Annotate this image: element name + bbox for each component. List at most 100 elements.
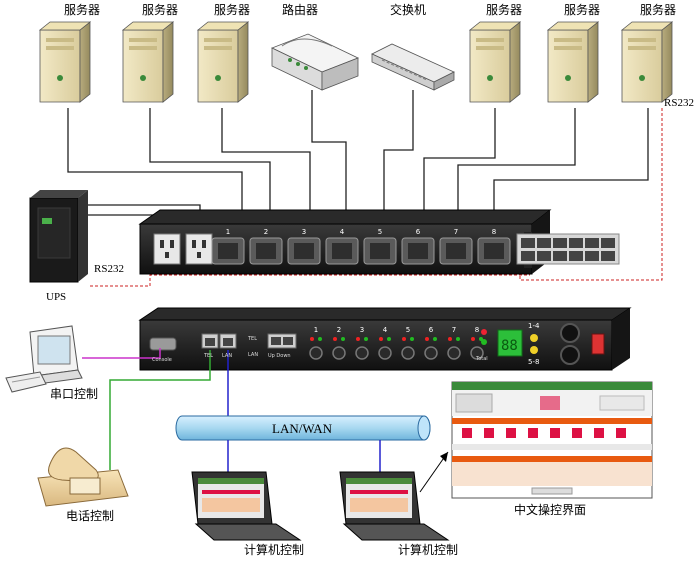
channel-number: 3 <box>360 326 364 334</box>
serial-label: 串口控制 <box>50 387 98 401</box>
pdu-outlet-3: 3 <box>287 228 321 265</box>
console-label: Console <box>152 357 172 363</box>
laptop-label-2: 计算机控制 <box>398 542 458 557</box>
controller-channel-3: 3 <box>355 326 369 360</box>
laptop-2 <box>339 471 450 541</box>
rs232-left-label: RS232 <box>94 263 124 275</box>
ui-panel-label: 中文操控界面 <box>514 502 586 517</box>
channel-number: 2 <box>337 326 341 334</box>
channel-number: 8 <box>475 326 479 334</box>
controller-channels: 1 2 3 4 5 6 7 8 <box>309 326 484 360</box>
pdu-ethernet-ports <box>516 233 620 265</box>
rs232-right-label: RS232 <box>664 97 694 109</box>
pdu-outlet-label: 7 <box>454 228 458 236</box>
pdu-outlet-label: 5 <box>378 228 382 236</box>
controller-channel-2: 2 <box>332 326 346 360</box>
cable-6 <box>423 108 496 228</box>
device-label-4: 路由器 <box>282 2 318 17</box>
channel-display <box>497 329 523 357</box>
server-5 <box>546 21 600 103</box>
server-2 <box>121 21 175 103</box>
cable-4 <box>311 90 347 228</box>
device-label-8: 服务器 <box>640 2 676 17</box>
cable-1 <box>67 108 243 228</box>
top-device-labels: 服务器 服务器 服务器 路由器 交换机 服务器 服务器 服务器 <box>64 2 676 17</box>
display-digits: 88 <box>501 338 518 354</box>
cable-3 <box>221 108 311 228</box>
tel-jack-label: TEL <box>203 353 213 359</box>
controller-channel-5: 5 <box>401 326 415 360</box>
cable-7 <box>457 108 576 228</box>
server-6 <box>620 21 674 103</box>
channel-number: 7 <box>452 326 456 334</box>
ups-label: UPS <box>46 291 66 303</box>
device-label-1: 服务器 <box>64 2 100 17</box>
pdu-outlet-5: 5 <box>363 228 397 265</box>
controller-channel-7: 7 <box>447 326 461 360</box>
phone-cable <box>109 350 211 470</box>
pdu-outlet-label: 1 <box>226 228 230 236</box>
pdu-inlet-1 <box>153 233 181 265</box>
power-switch <box>591 333 605 355</box>
round-button-top <box>560 323 580 343</box>
round-button-bottom <box>560 345 580 365</box>
pdu-outlet-2: 2 <box>249 228 283 265</box>
pdu-outlet-label: 8 <box>492 228 496 236</box>
controller-channel-4: 4 <box>378 326 392 360</box>
phone <box>37 447 129 507</box>
lan-side-label: LAN <box>248 352 258 358</box>
channel-number: 4 <box>383 326 388 334</box>
pdu-outlet-label: 2 <box>264 228 268 236</box>
serial-pc <box>5 325 83 393</box>
group-led-bottom <box>530 346 538 354</box>
lan-wan-label: LAN/WAN <box>272 421 333 436</box>
serial-cable <box>82 348 161 359</box>
channel-number: 5 <box>406 326 410 334</box>
switch <box>371 43 455 91</box>
controller-channel-8: 8 <box>470 326 484 360</box>
pdu-outlet-label: 6 <box>416 228 421 236</box>
pdu-outlet-7: 7 <box>439 228 473 265</box>
server-3 <box>196 21 250 103</box>
pdu-outlet-label: 3 <box>302 228 306 236</box>
device-label-5: 交换机 <box>390 2 426 17</box>
pdu-outlet-4: 4 <box>325 228 359 265</box>
device-label-6: 服务器 <box>486 2 522 17</box>
server-1 <box>38 21 92 103</box>
cable-8 <box>493 108 649 228</box>
total-label: Total <box>475 356 488 362</box>
pdu-outlet-label: 4 <box>340 228 345 236</box>
laptop-label-1: 计算机控制 <box>244 542 304 557</box>
router <box>270 33 360 91</box>
controller <box>138 307 632 371</box>
group-bottom-label: 5-8 <box>528 358 539 366</box>
device-label-2: 服务器 <box>142 2 178 17</box>
lan-jack-label: LAN <box>222 353 232 359</box>
pdu-outlets: 1 2 3 4 5 6 7 8 <box>211 228 511 265</box>
group-top-label: 1-4 <box>528 322 540 330</box>
channel-number: 1 <box>314 326 318 334</box>
channel-number: 6 <box>429 326 434 334</box>
pdu-outlet-8: 8 <box>477 228 511 265</box>
pdu-outlet-1: 1 <box>211 228 245 265</box>
device-label-7: 服务器 <box>564 2 600 17</box>
phone-label: 电话控制 <box>66 509 114 523</box>
rs232-line-left <box>90 274 530 287</box>
pdu-inlet-2 <box>185 233 213 265</box>
tel-side-label: TEL <box>247 336 257 342</box>
device-label-3: 服务器 <box>214 2 250 17</box>
updown-label: Up Down <box>268 353 291 359</box>
lan-wan-pipe <box>175 415 431 441</box>
arrow-to-ui <box>419 451 449 493</box>
group-led-top <box>530 334 538 342</box>
server-4 <box>468 21 522 103</box>
pdu-outlet-6: 6 <box>401 228 435 265</box>
cable-5 <box>383 90 414 228</box>
controller-channel-6: 6 <box>424 326 438 360</box>
ups <box>29 190 88 283</box>
controller-channel-1: 1 <box>309 326 323 360</box>
cable-2 <box>149 108 271 228</box>
ui-panel <box>451 381 653 499</box>
laptop-1 <box>191 471 302 541</box>
